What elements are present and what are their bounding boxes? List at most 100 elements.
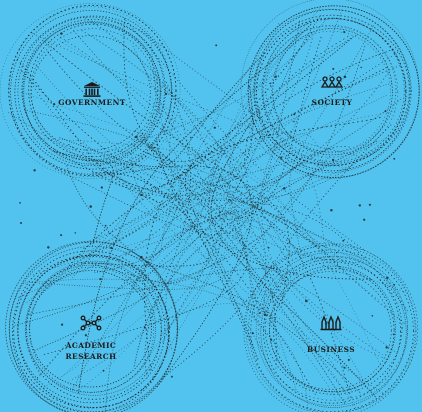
flow-marker <box>60 234 63 237</box>
flow-path <box>116 165 253 388</box>
flow-path <box>228 82 392 391</box>
flow-marker <box>393 283 395 286</box>
flow-marker <box>280 156 283 159</box>
flow-marker <box>100 186 103 189</box>
ring-path <box>264 261 403 395</box>
node-label-government: GOVERNMENT <box>58 98 126 107</box>
flow-marker <box>140 255 143 259</box>
flow-path <box>94 198 366 274</box>
flow-path <box>80 23 279 390</box>
flow-marker <box>89 205 92 208</box>
flow-marker <box>135 135 138 139</box>
node-label-academic: ACADEMIC <box>65 341 117 350</box>
ring-path <box>17 16 165 167</box>
flow-marker <box>343 30 346 34</box>
flow-marker <box>371 314 374 317</box>
flow-marker <box>99 278 102 281</box>
ring-path <box>273 268 395 393</box>
ring-path <box>24 264 157 393</box>
flow-path <box>132 173 260 316</box>
flow-path <box>22 92 399 155</box>
ring-path <box>30 28 157 154</box>
ring-path <box>8 4 177 177</box>
ring-path <box>11 250 169 412</box>
flow-marker <box>332 67 335 70</box>
flow-path <box>244 36 349 273</box>
flow-marker <box>19 202 21 204</box>
flow-path <box>36 211 353 400</box>
flow-path <box>32 33 326 257</box>
ring-path <box>260 255 407 408</box>
flow-path <box>234 149 372 246</box>
flow-path <box>132 45 361 264</box>
ring-path <box>29 266 155 393</box>
flow-path <box>69 139 287 382</box>
flow-marker <box>258 312 261 314</box>
ring-path <box>17 256 166 404</box>
flow-path <box>144 117 381 374</box>
flow-marker <box>219 211 221 214</box>
ring-path <box>243 245 417 412</box>
ring-path <box>257 256 408 401</box>
flow-path <box>161 146 350 345</box>
flow-path <box>92 172 373 280</box>
flow-marker <box>358 204 361 207</box>
flow-marker <box>342 239 345 242</box>
flow-path <box>71 184 406 293</box>
ring-path <box>26 260 162 396</box>
flow-marker <box>267 246 270 249</box>
flow-path <box>133 48 394 162</box>
flow-marker <box>33 169 36 172</box>
node-business: BUSINESS <box>307 315 355 354</box>
flow-marker <box>386 276 389 280</box>
flow-marker <box>144 326 146 329</box>
flow-path <box>127 18 328 147</box>
flow-path <box>124 252 361 394</box>
flow-path <box>42 129 248 356</box>
flow-path <box>165 71 389 350</box>
flow-path <box>140 137 346 405</box>
flow-path <box>113 157 336 399</box>
flow-marker <box>293 120 295 123</box>
flow-marker <box>102 369 105 372</box>
flow-path <box>7 111 370 265</box>
flow-path <box>41 162 350 390</box>
flow-marker <box>368 203 371 206</box>
flow-marker <box>84 334 88 337</box>
flow-path <box>88 262 282 284</box>
flow-path <box>85 51 266 167</box>
flow-path <box>135 72 261 375</box>
flow-marker <box>20 222 22 224</box>
flow-marker <box>305 299 308 303</box>
flow-marker <box>213 126 216 129</box>
flow-path <box>54 19 301 235</box>
ring-path <box>255 17 407 167</box>
flow-marker <box>343 75 347 79</box>
ring-path <box>253 9 411 172</box>
ring-path <box>272 28 393 156</box>
flow-path <box>210 118 377 399</box>
flow-marker <box>164 92 168 96</box>
flow-path <box>145 64 252 266</box>
flow-marker <box>393 157 396 160</box>
ring-path <box>269 265 396 393</box>
ring-path <box>25 262 162 400</box>
flow-path <box>44 41 290 308</box>
flow-marker <box>330 208 333 212</box>
flow-path <box>149 74 383 356</box>
node-label-research: RESEARCH <box>65 352 116 361</box>
flow-marker <box>269 82 272 85</box>
ring-path <box>248 244 419 412</box>
flow-path <box>22 278 309 412</box>
flow-path <box>125 19 366 251</box>
flow-marker <box>170 375 173 378</box>
flow-marker <box>60 32 63 35</box>
flow-path <box>25 94 387 304</box>
flow-marker <box>283 187 286 190</box>
ring-path <box>250 249 414 412</box>
flow-marker <box>263 313 267 316</box>
flow-path <box>15 9 343 300</box>
flow-marker <box>392 333 395 336</box>
flow-path <box>68 144 316 395</box>
